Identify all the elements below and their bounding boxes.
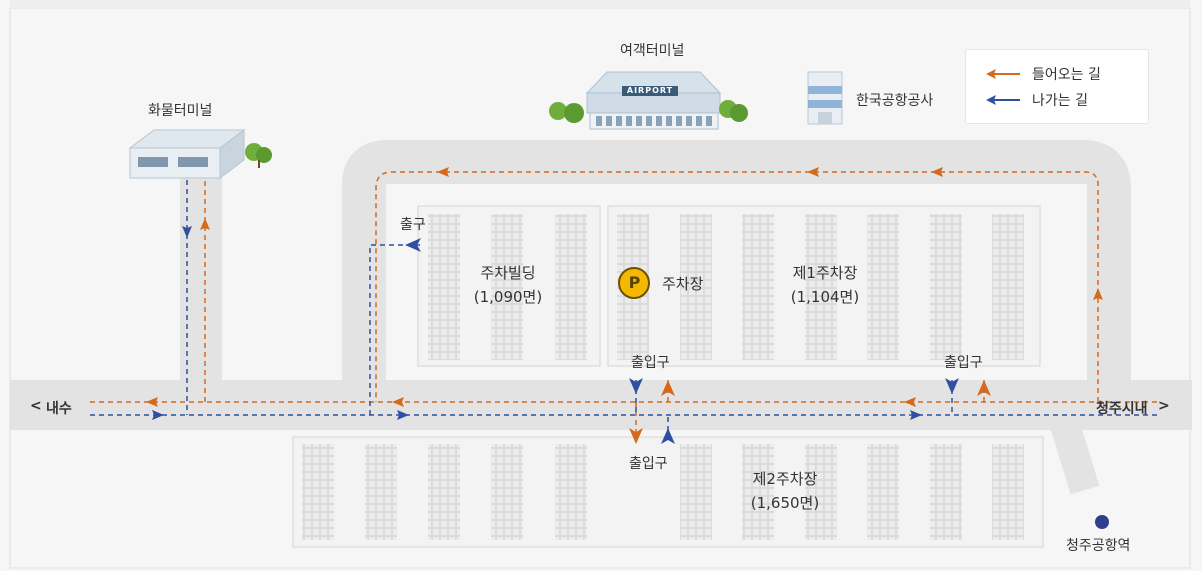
right-road-chevron: > bbox=[1158, 398, 1170, 414]
stall-block bbox=[742, 444, 774, 540]
lot2-name: 제2주차장 bbox=[752, 470, 818, 488]
station-road bbox=[1050, 420, 1100, 495]
arrow-left-icon bbox=[437, 167, 449, 177]
parking-areas bbox=[292, 205, 1044, 548]
stall-block bbox=[491, 214, 523, 360]
legend-incoming: 들어오는 길 bbox=[986, 64, 1101, 84]
stall-block bbox=[867, 214, 899, 360]
arrow-up-icon bbox=[661, 428, 675, 444]
arrow-right-icon bbox=[152, 410, 164, 420]
loop-road bbox=[342, 140, 1131, 380]
outgoing-arrows bbox=[152, 226, 959, 444]
stall-block bbox=[805, 214, 837, 360]
legend-incoming-label: 들어오는 길 bbox=[1032, 67, 1101, 83]
main-road bbox=[10, 380, 1192, 430]
gate2-label: 출입구 bbox=[944, 355, 983, 371]
stall-block bbox=[805, 444, 837, 540]
arrow-right-icon bbox=[397, 410, 409, 420]
lot1-name: 제1주차장 bbox=[792, 264, 858, 282]
arrow-left-icon bbox=[931, 167, 943, 177]
blue-arrow-icon bbox=[986, 95, 1020, 105]
stall-block bbox=[930, 444, 962, 540]
arrow-left-icon bbox=[405, 238, 421, 252]
arrow-up-icon bbox=[977, 380, 991, 396]
stall-block bbox=[428, 214, 460, 360]
stall-block bbox=[365, 444, 397, 540]
parking-p-icon bbox=[618, 267, 650, 299]
parking-label: 주차장 bbox=[662, 275, 704, 293]
legend: 들어오는 길 나가는 길 bbox=[965, 49, 1149, 124]
arrow-down-icon bbox=[945, 378, 959, 394]
arrow-up-icon bbox=[200, 218, 210, 230]
lot1-capacity: (1,104면) bbox=[790, 288, 860, 306]
right-road-label: 청주시내 bbox=[1096, 401, 1148, 417]
station-dot-icon bbox=[1095, 515, 1109, 529]
arrow-right-icon bbox=[910, 410, 922, 420]
stall-block bbox=[555, 214, 587, 360]
legend-outgoing-label: 나가는 길 bbox=[1032, 93, 1088, 109]
stall-block bbox=[742, 214, 774, 360]
cargo-terminal-building bbox=[128, 129, 272, 179]
left-road-label: 내수 bbox=[46, 401, 72, 417]
arrow-up-icon bbox=[1093, 288, 1103, 300]
gate1-label: 출입구 bbox=[631, 355, 670, 371]
arrow-left-icon bbox=[392, 397, 404, 407]
left-road-chevron: < bbox=[30, 398, 42, 414]
arrow-left-icon bbox=[904, 397, 916, 407]
roads bbox=[10, 140, 1192, 495]
lot2-capacity: (1,650면) bbox=[750, 494, 820, 512]
parking-building-capacity: (1,090면) bbox=[473, 288, 543, 306]
arrow-left-icon bbox=[807, 167, 819, 177]
stall-block bbox=[992, 444, 1024, 540]
stall-block bbox=[428, 444, 460, 540]
stall-block bbox=[491, 444, 523, 540]
lot2-area bbox=[292, 436, 1044, 548]
parking-building-name: 주차빌딩 bbox=[480, 264, 536, 282]
corporation-label: 한국공항공사 bbox=[856, 93, 934, 109]
stall-block bbox=[555, 444, 587, 540]
stall-block bbox=[867, 444, 899, 540]
arrow-left-icon bbox=[146, 397, 158, 407]
arrow-up-icon bbox=[661, 380, 675, 396]
exit-label: 출구 bbox=[400, 217, 426, 233]
stall-block bbox=[992, 214, 1024, 360]
incoming-arrows bbox=[146, 167, 1103, 444]
stall-block bbox=[680, 214, 712, 360]
station-label: 청주공항역 bbox=[1066, 538, 1131, 554]
arrow-down-icon bbox=[629, 378, 643, 394]
cargo-terminal-label: 화물터미널 bbox=[148, 103, 213, 119]
stall-block bbox=[930, 214, 962, 360]
passenger-terminal-label: 여객터미널 bbox=[620, 43, 685, 59]
outgoing-exit bbox=[369, 244, 420, 415]
parking-p-letter: P bbox=[628, 273, 641, 292]
arrow-down-icon bbox=[629, 428, 643, 444]
stall-block bbox=[680, 444, 712, 540]
gate3-label: 출입구 bbox=[629, 456, 668, 472]
top-strip bbox=[10, 0, 1190, 8]
corporation-building bbox=[807, 71, 843, 125]
legend-outgoing: 나가는 길 bbox=[986, 90, 1088, 110]
stall-block bbox=[302, 444, 334, 540]
orange-arrow-icon bbox=[986, 69, 1020, 79]
arrow-down-icon bbox=[182, 226, 192, 238]
passenger-terminal-building bbox=[549, 71, 748, 130]
airport-sign-label: AIRPORT bbox=[626, 86, 674, 95]
